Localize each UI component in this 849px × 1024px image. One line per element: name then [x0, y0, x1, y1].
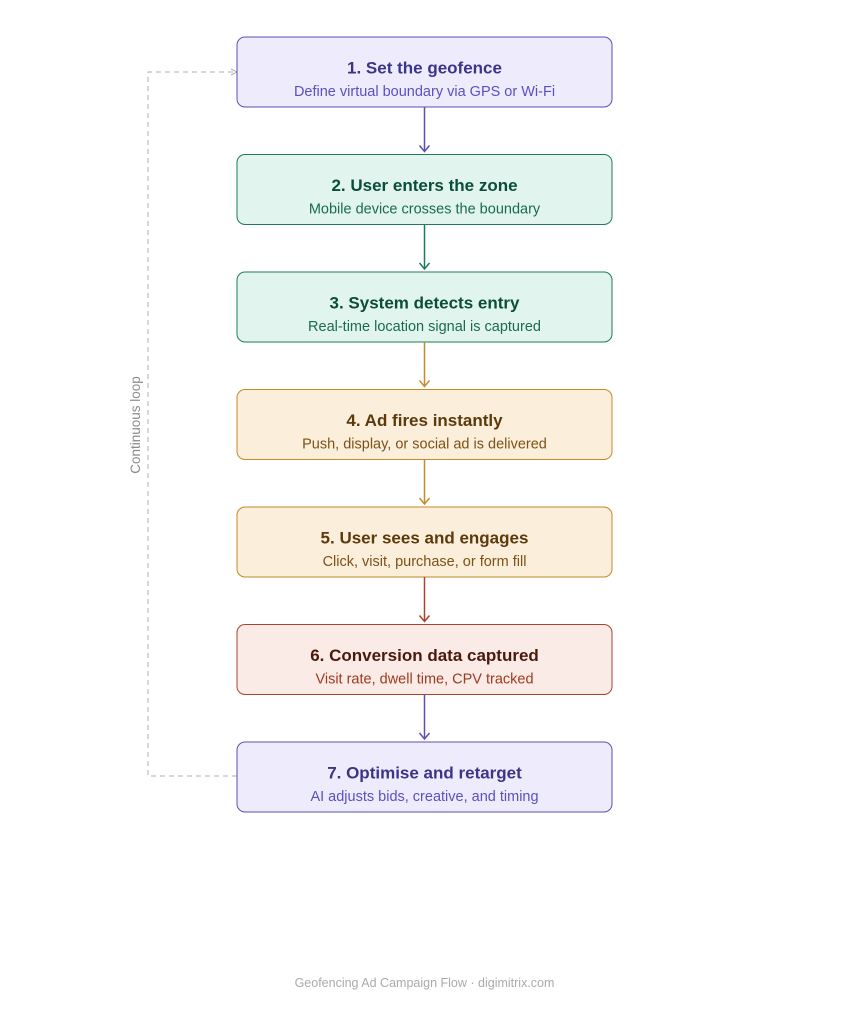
step-subtitle: Real-time location signal is captured [308, 319, 541, 335]
arrow-down-icon [418, 497, 431, 506]
step-title: 3. System detects entry [330, 294, 520, 313]
loop-label: Continuous loop [128, 376, 143, 474]
connector-arrow-2 [418, 224, 431, 271]
step-subtitle: Push, display, or social ad is delivered [302, 437, 547, 453]
connector-arrow-3 [418, 342, 431, 388]
step-box [236, 741, 613, 813]
step-subtitle: AI adjusts bids, creative, and timing [310, 789, 538, 805]
step-title: 7. Optimise and retarget [327, 764, 522, 783]
connector-arrow-1 [418, 107, 431, 153]
step-subtitle: Visit rate, dwell time, CPV tracked [315, 672, 533, 688]
step-subtitle: Define virtual boundary via GPS or Wi-Fi [294, 84, 555, 100]
arrow-down-icon [418, 145, 431, 153]
step-title: 2. User enters the zone [331, 176, 517, 195]
arrow-down-icon [418, 732, 431, 741]
connector-arrow-4 [418, 459, 431, 506]
step-title: 4. Ad fires instantly [346, 411, 503, 430]
connectors [418, 107, 431, 741]
footer-credit: Geofencing Ad Campaign Flow · digimitrix… [295, 976, 555, 990]
arrow-down-icon [418, 262, 431, 271]
arrow-down-icon [418, 380, 431, 388]
step-title: 5. User sees and engages [321, 529, 529, 548]
step-subtitle: Click, visit, purchase, or form fill [323, 554, 527, 570]
connector-arrow-6 [418, 694, 431, 741]
step-7: 7. Optimise and retarget AI adjusts bids,… [236, 741, 613, 813]
connector-arrow-5 [418, 577, 431, 623]
arrow-down-icon [418, 615, 431, 623]
step-title: 1. Set the geofence [347, 59, 502, 78]
loop-connector [147, 72, 237, 777]
step-subtitle: Mobile device crosses the boundary [309, 202, 541, 218]
step-title: 6. Conversion data captured [310, 646, 539, 665]
continuous-loop: Continuous loop [128, 72, 237, 777]
